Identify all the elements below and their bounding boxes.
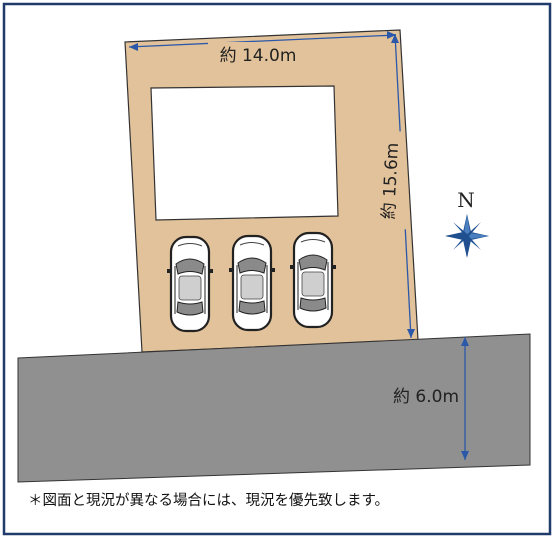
road — [17, 333, 531, 483]
car-top-view-icon — [229, 234, 275, 332]
building-footprint — [150, 85, 339, 221]
parking-area — [167, 231, 336, 333]
road-width-label: 約 6.0m — [393, 387, 459, 407]
north-label: N — [457, 188, 475, 212]
car-top-view-icon — [290, 231, 336, 329]
car-top-view-icon — [167, 235, 213, 333]
road-width-dimension-line — [461, 337, 469, 460]
depth-label: 約 15.6m — [379, 142, 403, 220]
compass-rose-icon — [445, 214, 489, 258]
footnote: ＊図面と現況が異なる場合には、現況を優先致します。 — [28, 493, 390, 509]
width-dimension-line — [128, 31, 397, 51]
width-label: 約 14.0m — [220, 46, 297, 66]
